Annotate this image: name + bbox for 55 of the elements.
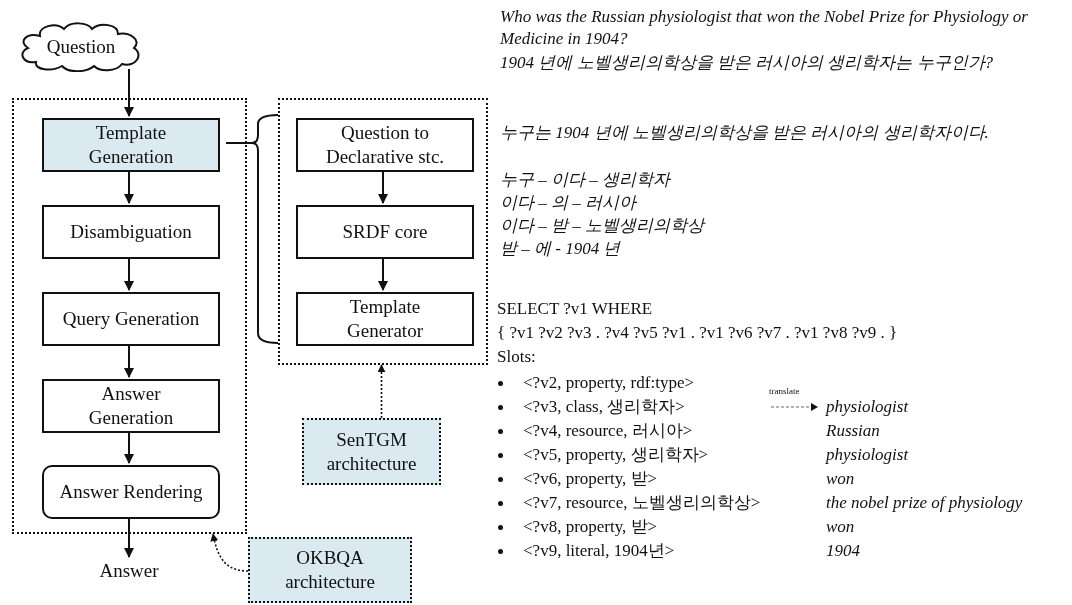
arrow [377, 364, 386, 419]
node-label: Template Generation [87, 121, 175, 169]
slot-item: <?v9, literal, 1904년> [496, 540, 675, 563]
node-label: Answer [99, 559, 159, 583]
triple-text: 이다 – 받 – 노벨생리의학상 [500, 215, 704, 237]
triple-text: 받 – 에 - 1904 년 [500, 238, 621, 260]
process-box [42, 292, 220, 346]
triple-text: 이다 – 의 – 러시아 [500, 192, 636, 214]
slot-item: <?v6, property, 받> [496, 468, 658, 491]
arrow [124, 516, 134, 558]
translation-text: won [826, 516, 855, 538]
translation-text: Russian [826, 420, 880, 442]
translation-text: physiologist [826, 396, 909, 418]
node-label: Query Generation [62, 307, 200, 331]
annotation-box [248, 537, 412, 603]
process-box [296, 292, 474, 346]
slot-item: <?v3, class, 생리학자> [496, 396, 685, 419]
translation-text: won [826, 468, 855, 490]
process-box [296, 205, 474, 259]
question-text: Who was the Russian physiologist that won the Nobel Prize for Physiology or Medicine in 1904? [500, 6, 1029, 51]
slot-item: <?v7, resource, 노벨생리의학상> [496, 492, 761, 515]
translation-text: 1904 [826, 540, 860, 562]
annotation-box [302, 418, 441, 485]
dotted-container [12, 98, 247, 534]
node-label: Question to Declarative stc. [324, 121, 446, 169]
question-text: 1904 년에 노벨생리의학상을 받은 러시아의 생리학자는 누구인가? [500, 52, 993, 74]
node-label: Answer Generation [87, 382, 175, 430]
process-box [42, 465, 220, 519]
query-text: SELECT ?v1 WHERE [497, 298, 653, 320]
curly-brace-connector [225, 114, 279, 344]
process-box [42, 379, 220, 433]
process-box [42, 205, 220, 259]
slot-item: <?v2, property, rdf:type> [496, 372, 695, 395]
node-label: SenTGM architecture [325, 427, 418, 476]
translation-text: physiologist [826, 444, 909, 466]
slot-item: <?v8, property, 받> [496, 516, 658, 539]
arrow [210, 533, 249, 572]
node-label: Template Generator [346, 295, 424, 343]
node-label: OKBQA architecture [284, 546, 376, 594]
triple-text: 누구 – 이다 – 생리학자 [500, 169, 670, 191]
process-box [42, 118, 220, 172]
slot-item: <?v4, resource, 러시아> [496, 420, 693, 443]
slots-heading: Slots: [497, 346, 536, 368]
translation-text: the nobel prize of physiology [826, 492, 1023, 514]
node-label: Answer Rendering [59, 480, 203, 504]
query-text: { ?v1 ?v2 ?v3 . ?v4 ?v5 ?v1 . ?v1 ?v6 ?v7 . ?v1 ?v8 ?v9 . } [497, 322, 898, 344]
slot-item: <?v5, property, 생리학자> [496, 444, 709, 467]
arrow [124, 68, 134, 117]
dotted-container [278, 98, 488, 365]
arrow-label: translate [769, 386, 800, 398]
node-label: SRDF core [342, 220, 428, 244]
process-box [296, 118, 474, 172]
node-label: Question [46, 35, 116, 59]
declarative-text: 누구는 1904 년에 노벨생리의학상을 받은 러시아의 생리학자이다. [500, 122, 989, 144]
node-label: Disambiguation [70, 220, 192, 244]
